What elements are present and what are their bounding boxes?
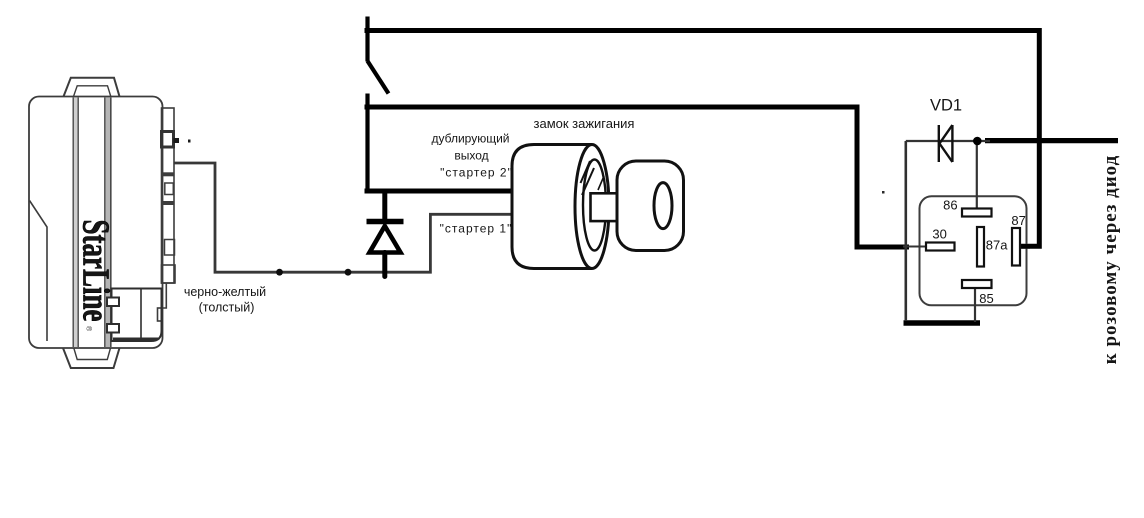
svg-text:выход: выход xyxy=(454,149,488,163)
svg-text:87: 87 xyxy=(1011,213,1025,228)
svg-text:замок зажигания: замок зажигания xyxy=(534,116,635,131)
svg-text:86: 86 xyxy=(943,198,957,213)
svg-text:дублирующий: дублирующий xyxy=(432,132,510,146)
svg-text:"стартер 1": "стартер 1" xyxy=(440,222,513,236)
svg-text:30: 30 xyxy=(932,227,946,242)
svg-text:(толстый): (толстый) xyxy=(199,301,255,315)
svg-text:"стартер 2": "стартер 2" xyxy=(440,166,513,180)
svg-text:®: ® xyxy=(85,326,93,332)
svg-text:VD1: VD1 xyxy=(930,97,962,115)
svg-text:85: 85 xyxy=(979,291,993,306)
svg-text:87а: 87а xyxy=(986,238,1008,253)
svg-text:черно-желтый: черно-желтый xyxy=(184,285,266,299)
svg-text:к розовому через диод: к розовому через диод xyxy=(1100,155,1121,364)
